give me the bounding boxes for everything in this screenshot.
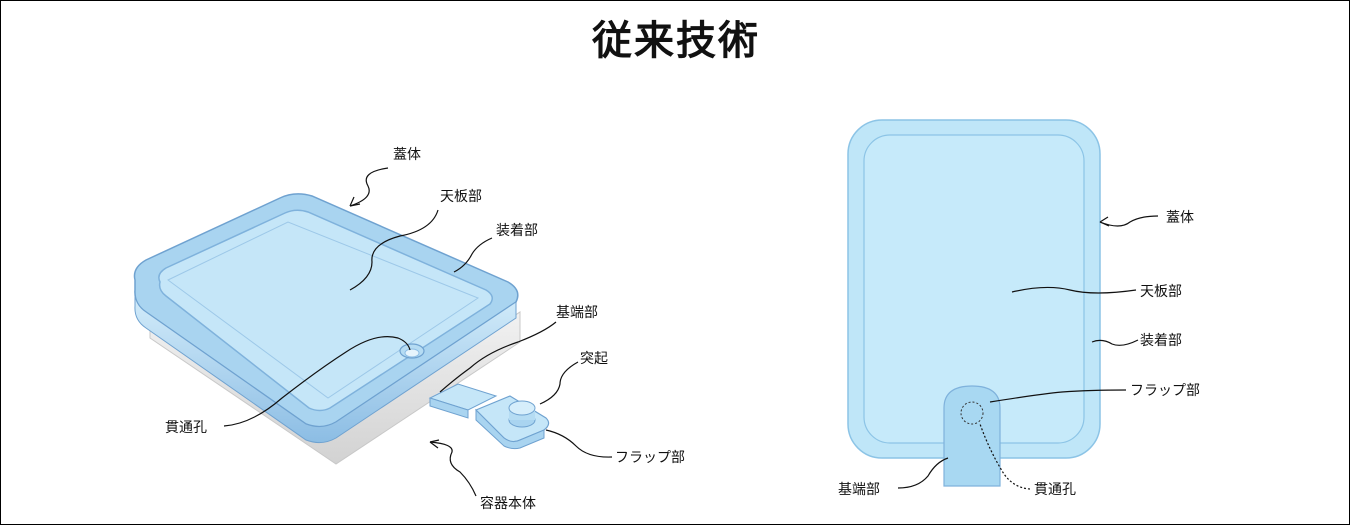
through-hole-inner xyxy=(404,348,420,358)
arrow-lid xyxy=(349,196,361,207)
isometric-view: 蓋体 天板部 装着部 基端部 突起 貫通孔 フラップ部 容器本体 xyxy=(133,147,685,512)
lid-inner-edge xyxy=(167,221,480,399)
rv-leader-flap xyxy=(989,389,1127,403)
label-top-plate: 天板部 xyxy=(440,189,482,205)
top-view-flap xyxy=(943,385,1001,487)
leader-through-hole xyxy=(223,336,411,427)
rv-label-lid: 蓋体 xyxy=(1166,210,1194,226)
leader-lid xyxy=(349,167,389,207)
flap-tab-edge xyxy=(475,408,545,450)
leader-base-end xyxy=(439,321,557,393)
rv-leader-through-hole xyxy=(979,423,1031,490)
label-lid: 蓋体 xyxy=(393,147,421,163)
rv-arrow-lid xyxy=(1099,216,1110,227)
top-view-through-hole xyxy=(960,401,984,425)
label-base-end: 基端部 xyxy=(556,304,598,321)
lid-top-plate xyxy=(158,209,493,412)
rv-label-top-plate: 天板部 xyxy=(1140,284,1182,300)
rv-leader-top-plate xyxy=(1011,286,1137,294)
figure-title: 従来技術 xyxy=(592,18,760,64)
rv-label-base-end: 基端部 xyxy=(838,481,880,498)
rv-label-through-hole: 貫通孔 xyxy=(1034,482,1076,498)
flap-strip-edge xyxy=(429,397,469,419)
label-through-hole: 貫通孔 xyxy=(165,420,207,436)
rv-leader-mounting xyxy=(1091,339,1139,346)
leader-flap xyxy=(545,429,613,458)
top-view: 蓋体 天板部 装着部 フラップ部 基端部 貫通孔 xyxy=(838,119,1200,498)
label-container: 容器本体 xyxy=(480,495,536,512)
rv-leader-base-end xyxy=(897,457,949,489)
leader-mounting xyxy=(453,237,493,273)
rv-label-mounting: 装着部 xyxy=(1140,333,1182,349)
protrusion-top xyxy=(508,400,536,416)
arrow-container xyxy=(429,439,440,449)
leader-top-plate xyxy=(349,209,439,291)
lid-rim-side xyxy=(134,289,517,444)
label-mounting: 装着部 xyxy=(496,223,538,239)
rv-label-flap: フラップ部 xyxy=(1130,383,1200,399)
leader-protrusion xyxy=(539,361,579,405)
rv-leader-lid xyxy=(1099,215,1159,227)
leader-container xyxy=(429,441,477,497)
label-protrusion: 突起 xyxy=(580,351,608,367)
label-flap: フラップ部 xyxy=(615,450,685,466)
